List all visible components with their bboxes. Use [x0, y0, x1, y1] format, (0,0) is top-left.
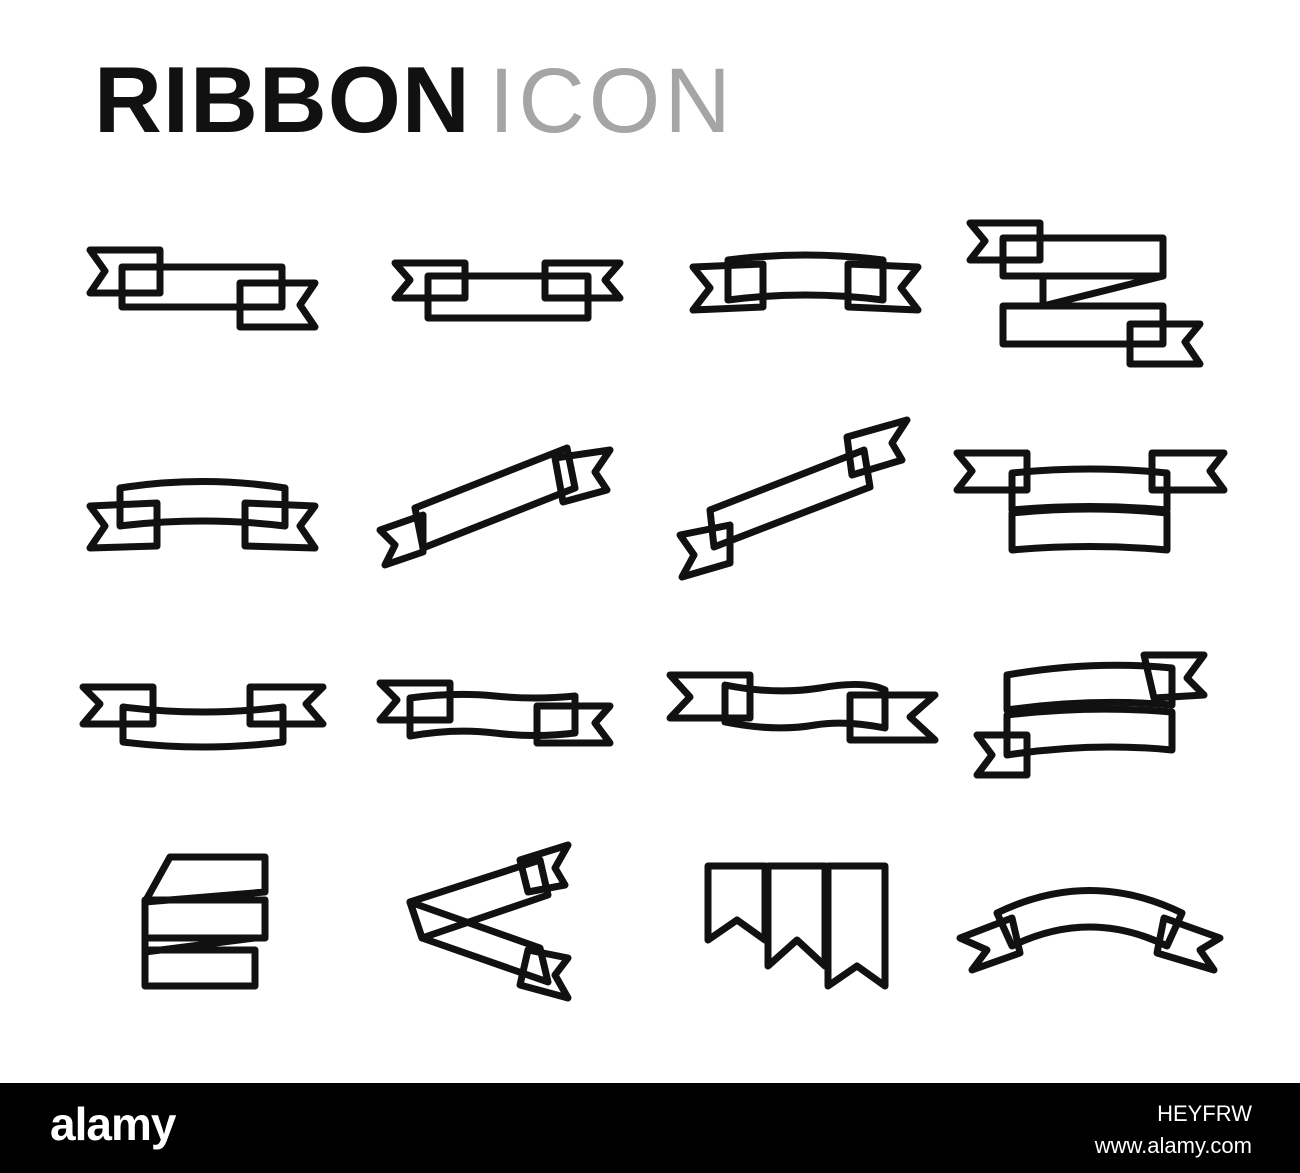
ribbon-icon: [375, 440, 620, 575]
ribbon-icon: [952, 878, 1227, 983]
ribbon-icon: [965, 218, 1205, 370]
ribbon-icon: [78, 682, 328, 752]
ribbon-icon: [375, 678, 620, 750]
ribbon-icon: [672, 415, 917, 585]
footer-bar: alamy HEYFRW www.alamy.com: [0, 1083, 1300, 1173]
title-icon-word: ICON: [488, 50, 735, 152]
bookmark-flags-icon: [700, 858, 895, 993]
title-ribbon: RIBBON: [94, 47, 471, 152]
ribbon-icon: [390, 258, 625, 323]
ribbon-icon: [952, 445, 1230, 560]
image-code: HEYFRW: [1157, 1101, 1252, 1126]
alamy-logo: alamy: [50, 1098, 176, 1150]
ribbon-icon: [972, 650, 1212, 780]
ribbon-icon: [85, 478, 320, 553]
ribbon-icon: [688, 251, 923, 317]
ribbon-icon: [400, 840, 580, 1005]
ribbon-icon: [135, 852, 275, 992]
site-url: www.alamy.com: [1094, 1133, 1252, 1158]
ribbon-icon: [665, 670, 940, 745]
ribbon-icon: [85, 245, 320, 335]
